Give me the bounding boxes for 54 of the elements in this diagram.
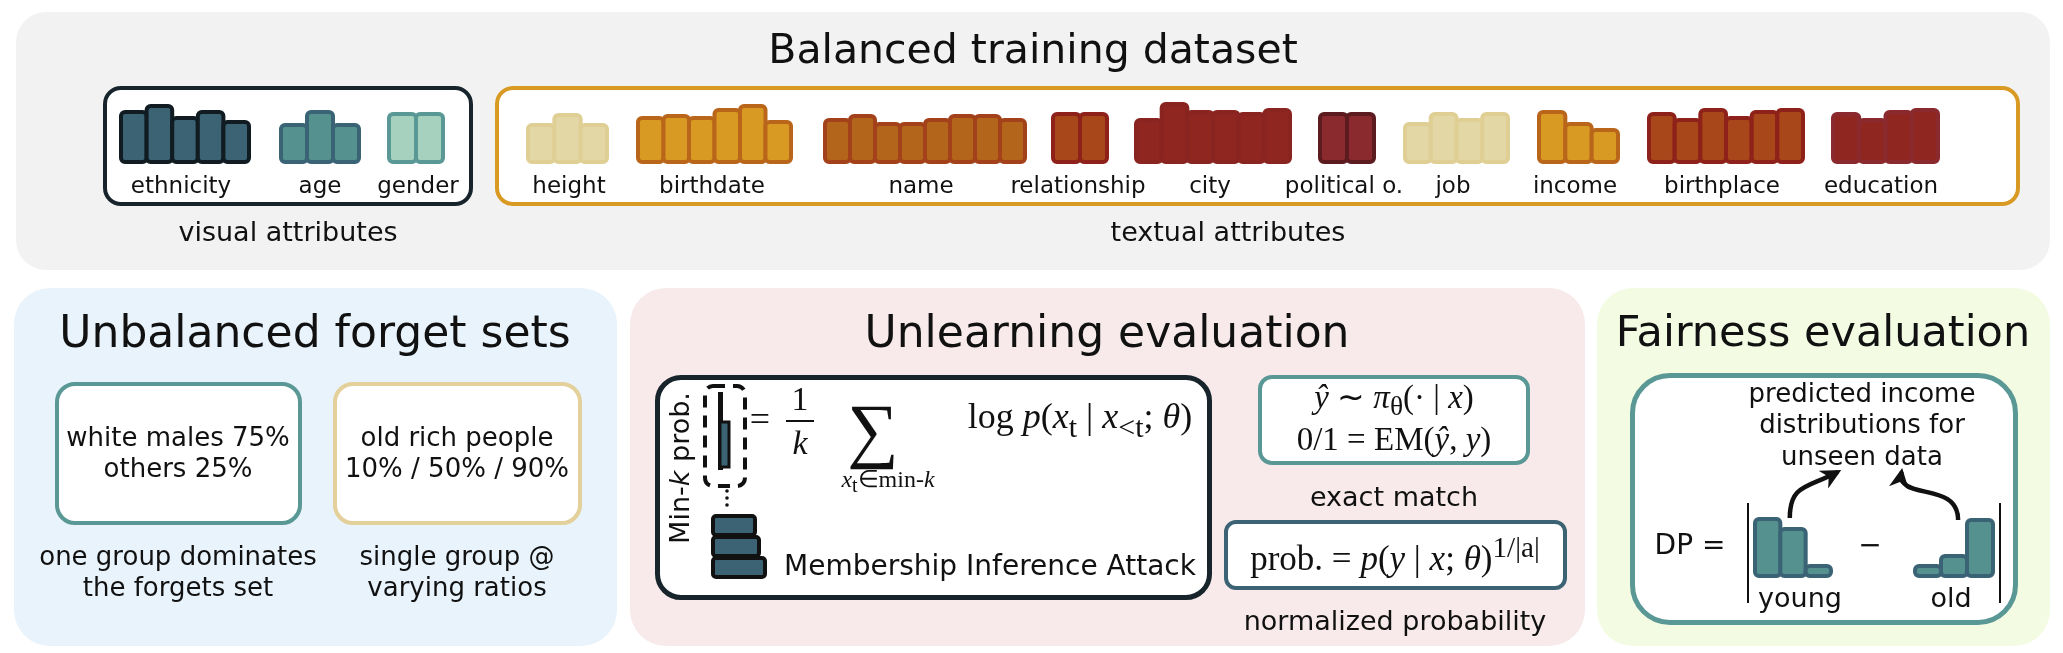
attribute-label: relationship xyxy=(1010,172,1146,200)
section-panel xyxy=(1597,288,2050,646)
panel-title: Fairness evaluation xyxy=(1615,306,2031,358)
forget-set-card xyxy=(333,382,582,525)
card-text: white males 75% others 25% xyxy=(65,421,291,485)
math-formula: prob. = p(y | x; θ)$^{1/|a|}$ xyxy=(1250,530,1540,580)
attribute-label: birthdate xyxy=(659,172,765,200)
group-caption: textual attributes xyxy=(1110,215,1346,249)
attribute-label: income xyxy=(1532,172,1618,200)
group-caption: visual attributes xyxy=(178,215,398,249)
formula-box xyxy=(1258,375,1530,465)
panel-title: Unbalanced forget sets xyxy=(59,305,571,359)
attribute-group-box xyxy=(103,86,473,206)
attribute-label: gender xyxy=(377,172,459,200)
panel-title: Unlearning evaluation xyxy=(864,305,1350,359)
attribute-label: city xyxy=(1189,172,1231,200)
axis-label: Min-k prob. xyxy=(663,392,696,544)
formula-box xyxy=(1630,373,2018,625)
card-caption: one group dominates the forgets set xyxy=(38,540,318,604)
attribute-label: birthplace xyxy=(1664,172,1780,200)
formula-box xyxy=(655,375,1212,600)
formula-caption: exact match xyxy=(1309,480,1479,514)
card-text: old rich people 10% / 50% / 90% xyxy=(344,421,570,485)
math-formula: log p(x$_{t}$ | x$_{<t}$; θ) xyxy=(967,395,1193,445)
attribute-label: political o. xyxy=(1284,172,1404,200)
attribute-label: height xyxy=(532,172,606,200)
math-symbol: = xyxy=(749,398,771,442)
math-formula: 0/1 = EM(ŷ, y) xyxy=(1296,420,1492,460)
formula-box xyxy=(1224,520,1567,590)
math-formula: DP = xyxy=(1654,528,1726,562)
attribute-label: name xyxy=(888,172,954,200)
attribute-label: age xyxy=(298,172,342,200)
curved-arrow xyxy=(1787,470,1842,519)
bar-chart-icon xyxy=(1753,518,1833,578)
attribute-label: education xyxy=(1823,172,1939,200)
section-panel xyxy=(16,12,2050,270)
math-symbol: − xyxy=(1858,528,1882,562)
section-panel xyxy=(630,288,1585,646)
card-caption: single group @ varying ratios xyxy=(358,540,556,604)
section-panel xyxy=(14,288,617,646)
math-formula: k xyxy=(792,422,808,463)
panel-title: Balanced training dataset xyxy=(768,25,1298,75)
group-label: young xyxy=(1758,581,1842,615)
group-label: old xyxy=(1930,581,1972,615)
forget-set-card xyxy=(55,382,302,525)
bar-chart-icon xyxy=(1913,520,1995,578)
curved-arrow xyxy=(1891,467,1961,521)
attribute-group-box xyxy=(495,86,2020,206)
annotation-text: predicted income distributions for unseen data xyxy=(1710,378,2014,472)
formula-caption: normalized probability xyxy=(1243,604,1547,638)
attribute-label: job xyxy=(1435,172,1471,200)
math-formula: 1 xyxy=(791,378,809,419)
method-label: Membership Inference Attack xyxy=(784,549,1196,583)
attribute-label: ethnicity xyxy=(130,172,232,200)
